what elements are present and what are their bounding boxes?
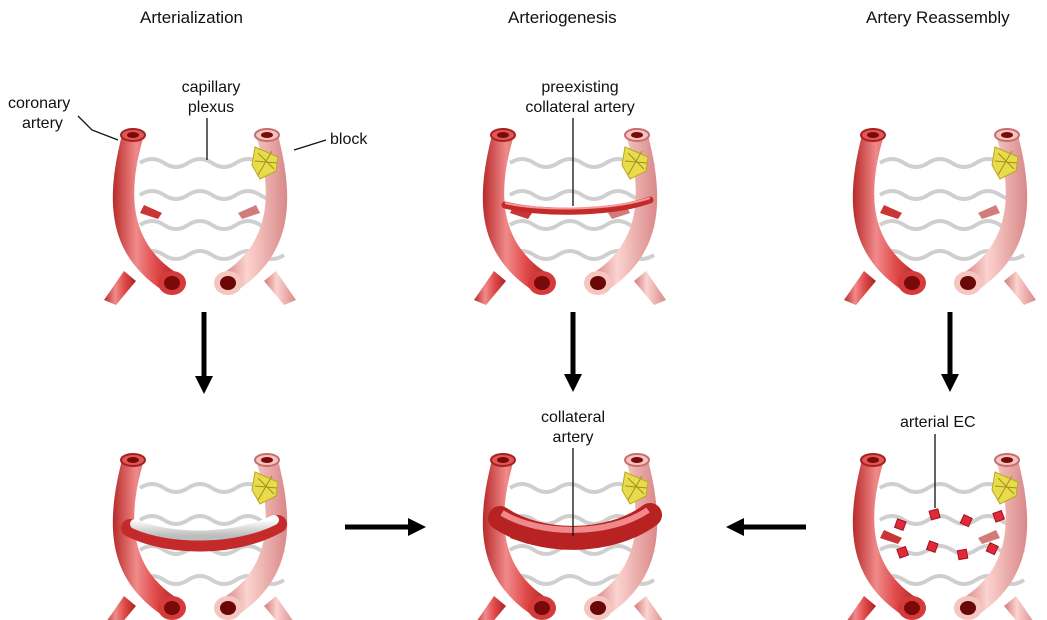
arrows <box>195 312 959 536</box>
vessel-unit-arterialization-top <box>104 129 296 305</box>
arterializing-vessel-inner <box>135 520 274 536</box>
arrow-down-arteriogenesis <box>564 312 582 392</box>
arrow-right-to-collateral <box>345 518 426 536</box>
arrow-down-reassembly <box>941 312 959 392</box>
leader-block <box>294 140 326 150</box>
arrow-down-arterialization <box>195 312 213 394</box>
vessel-unit-reassembly-top <box>844 129 1036 305</box>
vessel-unit-reassembly-bottom <box>844 454 1036 620</box>
arrow-left-to-collateral <box>726 518 806 536</box>
leader-coronary-artery <box>78 116 118 140</box>
vessel-unit-arteriogenesis-top <box>474 129 666 305</box>
